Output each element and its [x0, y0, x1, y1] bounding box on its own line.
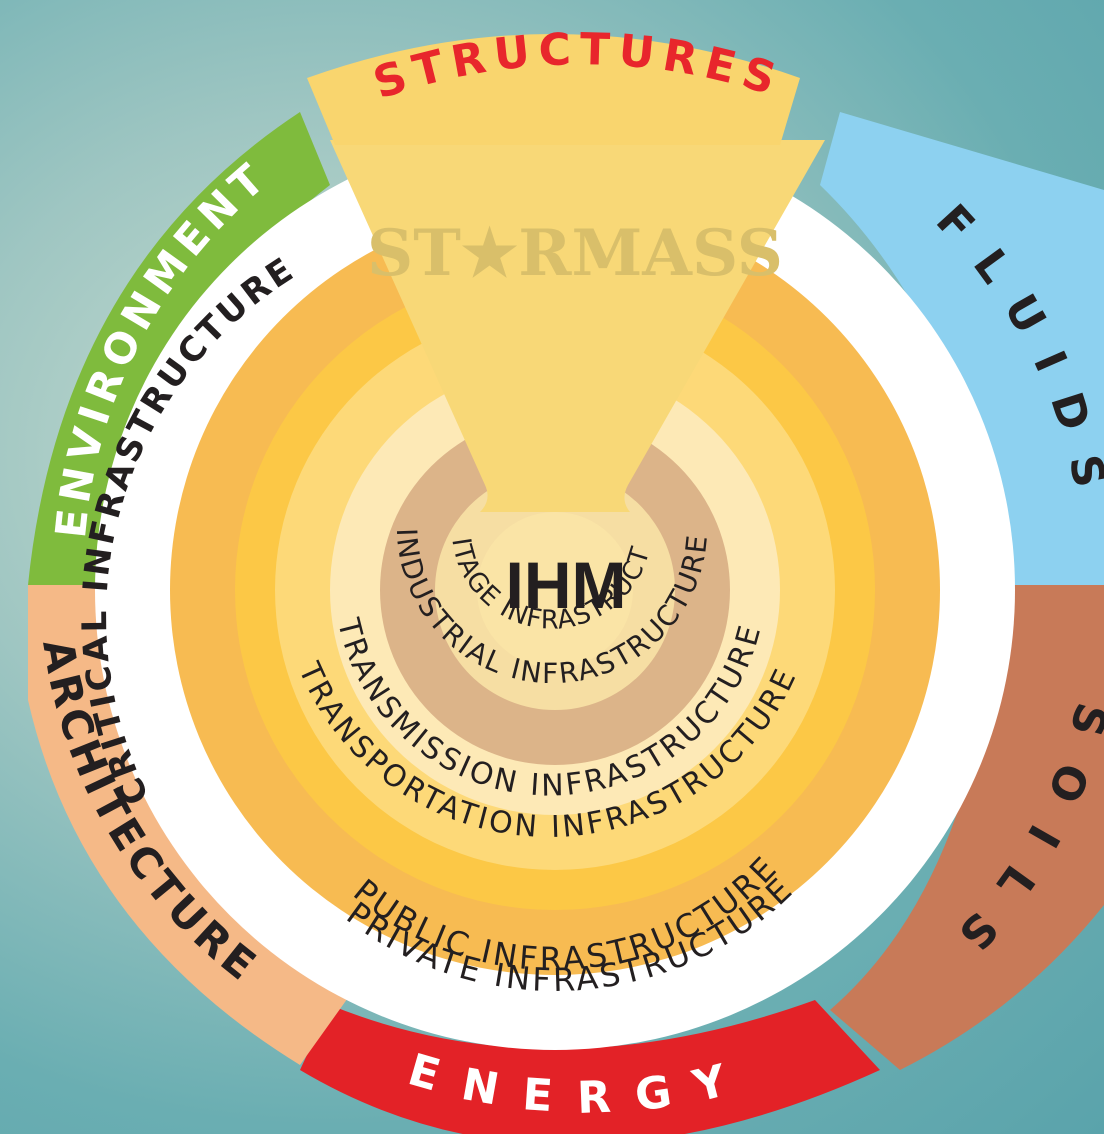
structures-wedge — [330, 140, 825, 512]
segment-energy — [300, 1000, 880, 1134]
segment-soils — [830, 585, 1104, 1070]
starmass-logo: ST★RMASS — [367, 216, 783, 291]
segment-structures — [307, 34, 800, 145]
segment-fluids — [820, 112, 1104, 585]
center-label: IHM — [506, 548, 627, 622]
center-circle — [477, 512, 633, 668]
infrastructure-rings — [170, 205, 940, 975]
